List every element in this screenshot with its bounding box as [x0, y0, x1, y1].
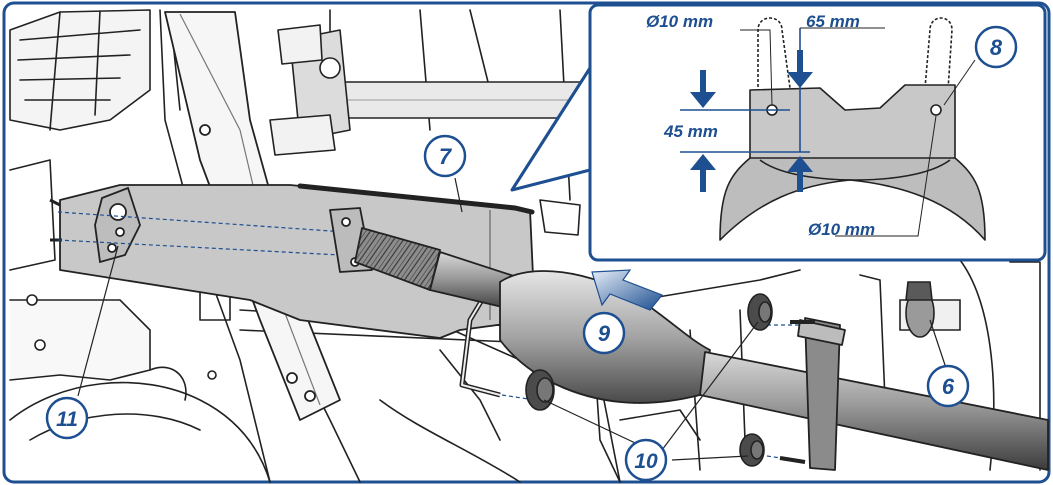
dimension-hole-top-left: Ø10 mm — [646, 12, 713, 31]
callout-10-label: 10 — [634, 450, 658, 473]
callout-11-label: 11 — [56, 408, 78, 431]
dimension-width: 65 mm — [806, 12, 860, 31]
dimension-height: 45 mm — [663, 122, 718, 141]
callout-8: 8 — [974, 25, 1018, 69]
direction-arrow — [591, 269, 663, 311]
callout-leaders — [77, 177, 947, 461]
vehicle-underbody — [9, 9, 1041, 483]
hanger-bracket-inner — [461, 289, 501, 396]
callout-9: 9 — [582, 311, 626, 355]
callout-11: 11 — [45, 396, 89, 440]
callout-7-label: 7 — [439, 144, 453, 169]
inset-shield — [719, 17, 986, 241]
dimension-hole-bottom-right: Ø10 mm — [808, 220, 875, 239]
heat-shield-edge — [297, 183, 535, 215]
callout-10: 10 — [624, 438, 668, 482]
callout-9-label: 9 — [598, 321, 611, 346]
callout-6: 6 — [926, 364, 970, 408]
drive-shaft — [269, 24, 601, 156]
rubber-mounts — [525, 293, 815, 467]
callout-7: 7 — [423, 134, 467, 178]
pipe-clamp — [899, 281, 961, 338]
dimension-lines — [680, 27, 976, 237]
callout-8-label: 8 — [990, 35, 1003, 60]
callout-6-label: 6 — [942, 374, 955, 399]
